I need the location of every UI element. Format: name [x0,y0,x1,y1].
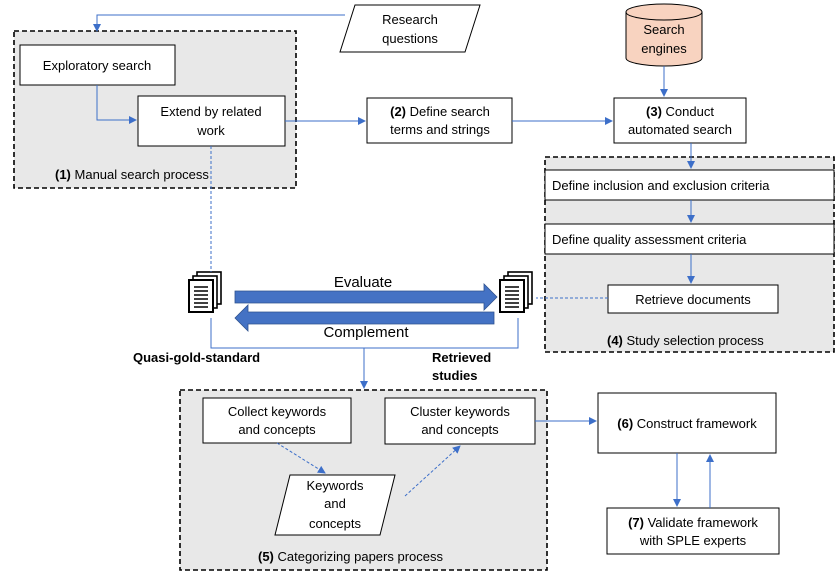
define-terms-number: (2) [390,104,406,119]
search-engines-database: Search engines [625,3,703,67]
conduct-search-line1: (3) Conduct [646,104,714,119]
cluster-keywords-box [384,397,536,445]
retrieve-documents-box [607,284,779,314]
conduct-search-number: (3) [646,104,662,119]
define-terms-line2: terms and strings [390,122,490,137]
manual-search-number: (1) [55,167,71,182]
inclusion-criteria-label: Define inclusion and exclusion criteria [552,178,770,193]
categorizing-name: Categorizing papers process [278,549,444,564]
validate-line1-text: Validate framework [648,515,759,530]
define-terms-box [366,97,513,144]
conduct-search-line2: automated search [628,122,732,137]
conduct-search-line1-text: Conduct [666,104,715,119]
keywords-concepts-line1: Keywords [306,478,364,493]
quasi-gold-standard-label: Quasi-gold-standard [133,350,260,365]
construct-framework-label: (6) Construct framework [617,416,757,431]
categorizing-number: (5) [258,549,274,564]
manual-search-name: Manual search process [75,167,210,182]
validate-number: (7) [628,515,644,530]
evaluate-arrow [234,283,498,311]
collect-keywords-box [202,397,352,444]
quality-criteria-label: Define quality assessment criteria [552,232,747,247]
research-questions-line2: questions [382,31,438,46]
extend-related-line1: Extend by related [160,104,261,119]
conduct-search-box [613,97,747,144]
search-engines-line2: engines [641,41,687,56]
exploratory-search-label: Exploratory search [43,58,151,73]
quasi-gold-document-icon [188,271,222,313]
inclusion-criteria-box [544,169,835,201]
construct-number: (6) [617,416,633,431]
study-selection-number: (4) [607,333,623,348]
construct-text: Construct framework [637,416,757,431]
retrieve-documents-label: Retrieve documents [635,292,751,307]
manual-search-group-label: (1) Manual search process [55,167,209,182]
collect-keywords-line2: and concepts [238,422,316,437]
study-selection-name: Study selection process [627,333,765,348]
validate-framework-line1: (7) Validate framework [628,515,758,530]
categorizing-group-label: (5) Categorizing papers process [258,549,443,564]
define-terms-line1-text: Define search [410,104,490,119]
extend-related-box [137,95,286,147]
keywords-concepts-node [274,474,396,536]
collect-keywords-line1: Collect keywords [228,404,327,419]
evaluate-label: Evaluate [334,274,392,291]
search-engines-line1: Search [643,22,684,37]
exploratory-to-extend-connector [96,85,137,124]
quality-criteria-box [544,223,835,255]
study-selection-group-label: (4) Study selection process [607,333,764,348]
keywords-concepts-line3: concepts [309,516,362,531]
cluster-keywords-line2: and concepts [421,422,499,437]
collect-to-keywords-connector [276,442,326,474]
research-questions-connector [93,14,345,32]
retrieved-studies-line1: Retrieved [432,350,491,365]
retrieved-studies-line2: studies [432,368,478,383]
construct-framework-box [597,392,777,454]
complement-arrow [234,304,495,332]
validate-framework-box [606,507,780,555]
complement-label: Complement [323,324,409,341]
research-questions-line1: Research [382,12,438,27]
keywords-concepts-line2: and [324,496,346,511]
cluster-keywords-line1: Cluster keywords [410,404,510,419]
retrieved-studies-document-icon [499,271,533,313]
validate-framework-line2: with SPLE experts [639,533,747,548]
extend-related-line2: work [196,123,225,138]
exploratory-search-box [19,44,176,86]
keywords-to-cluster-connector [404,445,461,497]
research-questions-node: Research questions [339,4,481,53]
define-terms-line1: (2) Define search [390,104,490,119]
